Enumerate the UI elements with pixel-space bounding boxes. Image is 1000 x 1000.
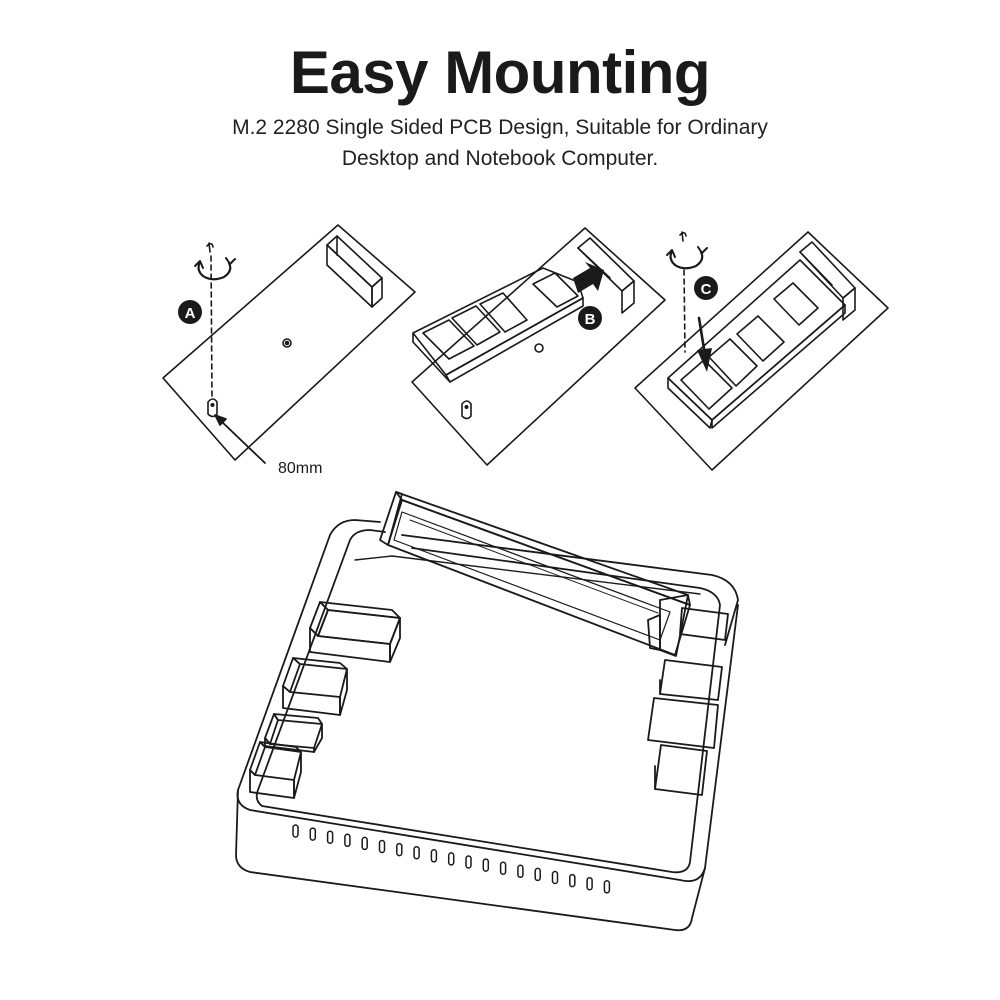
vent-slot xyxy=(378,839,386,854)
vent-slot xyxy=(569,873,576,888)
vent-slot xyxy=(396,842,403,857)
vent-slot xyxy=(309,827,317,841)
case-front xyxy=(235,789,706,932)
case-vents xyxy=(292,824,611,894)
vent-slot xyxy=(292,824,299,838)
step-c-arrow-icon xyxy=(697,316,712,372)
vent-slot xyxy=(603,880,611,894)
left-ports xyxy=(249,601,401,799)
vent-slot xyxy=(551,870,559,885)
subtitle-line-1: M.2 2280 Single Sided PCB Design, Suitab… xyxy=(232,116,768,139)
step-a-guide-line xyxy=(210,255,213,399)
vent-slot xyxy=(534,867,541,882)
step-c-badge: C xyxy=(694,276,718,300)
step-c-connector xyxy=(799,241,856,321)
step-b-standoff xyxy=(534,343,544,353)
vent-slot xyxy=(413,845,420,860)
vent-slot xyxy=(465,855,472,869)
step-a-board xyxy=(162,224,416,461)
case-inner-rim xyxy=(255,529,721,874)
case-outline xyxy=(236,519,739,883)
step-b-connector xyxy=(577,237,635,314)
page-subtitle: M.2 2280 Single Sided PCB Design, Suitab… xyxy=(0,112,1000,174)
vent-slot xyxy=(447,852,455,866)
step-a-connector xyxy=(326,235,383,308)
mini-pc-enclosure xyxy=(235,491,739,932)
step-c-ssd xyxy=(667,259,846,429)
step-c-screw-icon xyxy=(666,231,708,270)
step-b-ssd xyxy=(412,267,584,383)
step-a-screw-icon xyxy=(194,242,236,281)
step-b-badge: B xyxy=(578,306,602,330)
step-c-board xyxy=(634,231,889,471)
step-c-guide-line xyxy=(683,269,686,353)
step-b-board xyxy=(411,227,666,466)
vent-slot xyxy=(361,836,368,851)
step-b-screw-hole xyxy=(461,400,472,420)
vent-slot xyxy=(482,858,490,872)
step-c-panel: C xyxy=(634,231,889,471)
vent-slot xyxy=(517,864,524,879)
measurement-arrow xyxy=(214,414,266,464)
step-b-panel: B xyxy=(411,227,666,466)
step-c-label: C xyxy=(701,281,712,298)
vent-slot xyxy=(586,876,593,891)
vent-slot xyxy=(430,849,438,863)
vent-slot xyxy=(499,861,507,875)
step-b-arrow-icon xyxy=(573,262,604,293)
step-a-badge: A xyxy=(178,300,202,324)
mini-pc-ssd xyxy=(379,491,691,657)
step-b-label: B xyxy=(585,311,596,328)
vent-slot xyxy=(344,833,351,848)
right-ports xyxy=(647,607,729,796)
subtitle-line-2: Desktop and Notebook Computer. xyxy=(341,147,659,170)
step-a-standoff xyxy=(282,338,292,348)
measurement-label: 80mm xyxy=(278,460,322,477)
step-a-label: A xyxy=(185,305,196,322)
page-title: Easy Mounting xyxy=(289,39,711,106)
step-a-panel: A 80mm xyxy=(162,224,416,477)
step-a-screw-hole xyxy=(207,398,218,418)
vent-slot xyxy=(326,830,334,844)
